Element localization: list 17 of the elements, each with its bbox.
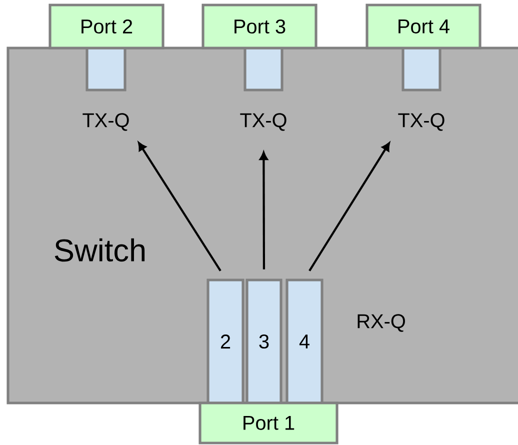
arrow xyxy=(138,142,222,272)
queue-box xyxy=(240,46,286,131)
arrow xyxy=(308,142,390,272)
arrow xyxy=(260,152,268,270)
port-box: Port 3 xyxy=(202,4,318,50)
queue-label: RX-Q xyxy=(358,314,405,332)
queue-label: TX-Q xyxy=(82,113,129,131)
queue-box xyxy=(398,46,444,131)
queue-box: 2 xyxy=(206,278,244,404)
port-box: Port 1 xyxy=(198,402,338,444)
queue-box: 4 xyxy=(286,278,324,404)
port-box: Port 2 xyxy=(48,4,164,50)
queue-box xyxy=(82,46,129,131)
queue-box: 3 xyxy=(246,278,282,404)
queue-label: TX-Q xyxy=(398,113,444,131)
queue-label: TX-Q xyxy=(240,113,286,131)
port-box: Port 4 xyxy=(366,4,482,50)
